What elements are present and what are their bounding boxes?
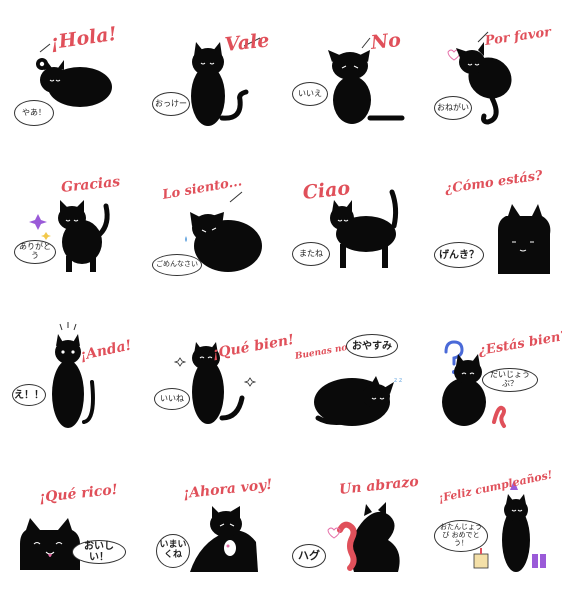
cat-worried-icon [442, 340, 506, 428]
speech-bubble: おいしい！ [72, 540, 126, 564]
speech-bubble: やあ！ [14, 100, 54, 126]
cat-peeking-icon [498, 204, 551, 274]
cat-hugging-shrimp-icon [327, 502, 400, 572]
cat-lying-sorry-icon [185, 191, 262, 272]
sticker-lo-siento[interactable]: Lo siento... ごめんなさい [150, 168, 280, 298]
cat-pleading-icon [447, 31, 512, 125]
sticker-hola[interactable]: ¡Hola! やあ！ [10, 22, 140, 152]
sticker-un-abrazo[interactable]: Un abrazo ハグ [290, 460, 420, 590]
speech-bubble: おやすみ [346, 334, 398, 358]
sticker-ciao[interactable]: Ciao またね [290, 168, 420, 298]
speech-bubble: おねがい [434, 96, 472, 120]
sticker-title: No [369, 28, 402, 54]
speech-bubble: いいね [154, 388, 190, 410]
sticker-que-rico[interactable]: ¡Qué rico! おいしい！ [10, 460, 140, 590]
speech-bubble: ハグ [292, 544, 326, 568]
cat-lying-waving-icon [36, 43, 112, 107]
sticker-gracias[interactable]: Gracias ありがとう [10, 168, 140, 298]
speech-bubble: げんき？ [434, 242, 484, 268]
sticker-estas-bien[interactable]: ¿Estás bien? だいじょうぶ？ [428, 322, 562, 452]
sticker-como-estas[interactable]: ¿Cómo estás? げんき？ [428, 168, 558, 298]
speech-bubble: だいじょうぶ？ [482, 368, 538, 392]
speech-bubble: おっけー [152, 92, 190, 116]
speech-bubble: おたんじょうび おめでとう！ [434, 520, 488, 552]
sticker-vale[interactable]: Vale おっけー [150, 22, 280, 152]
cat-birthday-icon [473, 480, 546, 572]
speech-bubble: え！！ [12, 384, 46, 406]
sticker-que-bien[interactable]: ¡Qué bien! いいね [150, 322, 295, 452]
cat-delicious-icon [20, 518, 80, 570]
cat-sleeping-icon: z z [314, 376, 402, 426]
speech-bubble: いいえ [292, 82, 328, 106]
sticker-no[interactable]: No いいえ [290, 22, 420, 152]
cat-happy-sitting-icon [173, 342, 257, 424]
sticker-por-favor[interactable]: Por favor おねがい [428, 22, 558, 152]
sticker-feliz-cumpleanos[interactable]: ¡Feliz cumpleaños! おたんじょうび おめでとう！ [428, 460, 558, 590]
svg-text:z z: z z [394, 377, 402, 384]
cat-sitting-icon [191, 37, 261, 126]
sticker-ahora-voy[interactable]: ¡Ahora voy! いまいくね [150, 460, 280, 590]
speech-bubble: いまいくね [156, 534, 190, 568]
cat-sitting-grumpy-icon [328, 37, 405, 124]
speech-bubble: またね [292, 242, 330, 266]
sticker-anda[interactable]: ¡Anda! え！！ [10, 322, 140, 452]
cat-walking-away-icon [330, 189, 399, 268]
speech-bubble: ごめんなさい [152, 254, 202, 276]
cat-running-icon [190, 506, 258, 572]
sticker-title: Vale [223, 29, 271, 56]
cat-surprised-icon [52, 322, 95, 428]
sticker-buenas-noches[interactable]: z z Buenas noches おやすみ [290, 322, 420, 452]
speech-bubble: ありがとう [14, 240, 56, 264]
cat-standing-icon [29, 200, 110, 272]
